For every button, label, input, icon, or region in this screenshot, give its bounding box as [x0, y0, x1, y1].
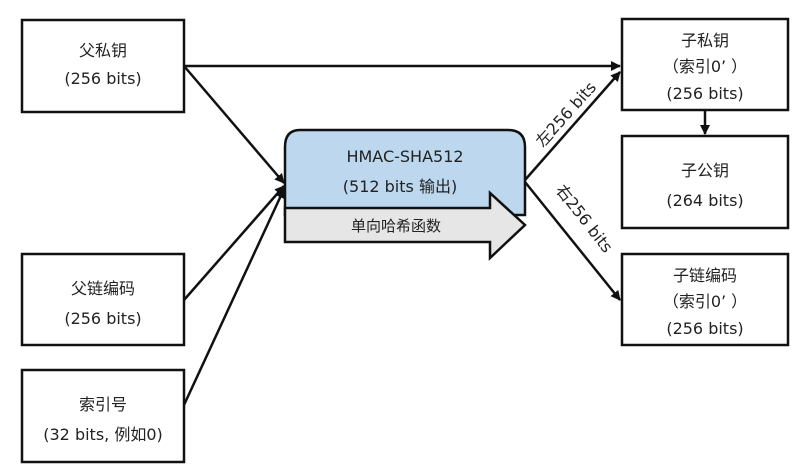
child-private-key-bits: (256 bits): [666, 84, 743, 103]
child-chain-code-title: 子链编码: [673, 266, 737, 285]
hmac-box: [283, 128, 527, 217]
child-public-key-box: 子公钥 (264 bits): [620, 134, 790, 230]
parent-private-key-box: 父私钥 (256 bits): [20, 18, 186, 114]
arrow-parent-key-to-hmac: [183, 65, 285, 184]
parent-private-key-bits: (256 bits): [64, 69, 141, 88]
hmac-block: HMAC-SHA512 (512 bits 输出) 单向哈希函数: [283, 128, 527, 261]
index-bits: (32 bits, 例如0): [43, 425, 163, 444]
index-title: 索引号: [79, 395, 127, 414]
child-private-key-title: 子私钥: [681, 31, 729, 50]
parent-chain-code-bits: (256 bits): [64, 309, 141, 328]
arrow-right-bits: [524, 181, 621, 301]
child-chain-code-bits: (256 bits): [666, 319, 743, 338]
hmac-output: (512 bits 输出): [343, 177, 457, 196]
parent-chain-code-title: 父链编码: [71, 279, 135, 298]
child-public-key-title: 子公钥: [681, 161, 729, 180]
one-way-hash-label: 单向哈希函数: [351, 217, 441, 235]
parent-chain-code-box: 父链编码 (256 bits): [20, 252, 186, 347]
child-chain-code-box: 子链编码 （索引0’ ） (256 bits): [620, 252, 790, 347]
left-bits-label: 左256 bits: [532, 78, 600, 151]
child-private-key-box: 子私钥 （索引0’ ） (256 bits): [620, 17, 790, 112]
one-way-hash-arrow: [283, 190, 527, 261]
hmac-title: HMAC-SHA512: [346, 147, 463, 166]
child-public-key-bits: (264 bits): [666, 191, 743, 210]
index-box: 索引号 (32 bits, 例如0): [20, 368, 186, 464]
arrow-chain-code-to-hmac: [183, 185, 285, 301]
child-chain-code-index: （索引0’ ）: [663, 292, 747, 311]
child-private-key-index: （索引0’ ）: [663, 57, 747, 76]
arrow-left-bits: [524, 71, 621, 181]
right-bits-label: 右256 bits: [552, 181, 617, 256]
parent-private-key-title: 父私钥: [79, 41, 127, 60]
arrow-index-to-hmac: [182, 188, 286, 406]
